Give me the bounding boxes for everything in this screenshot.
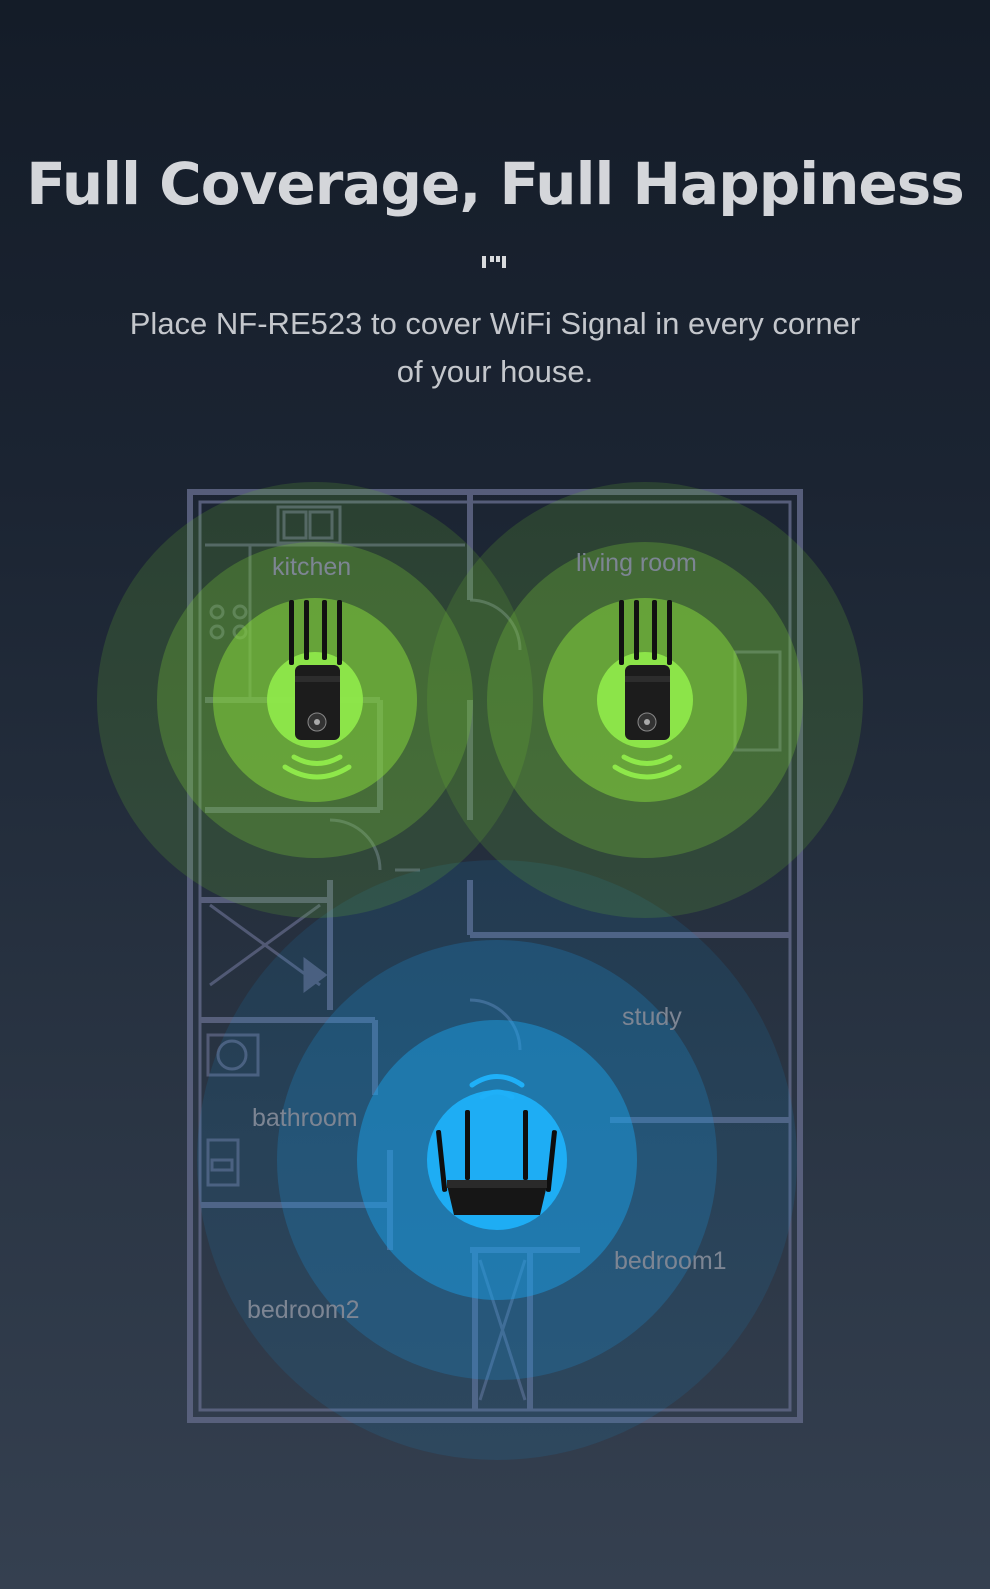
room-label-bedroom1: bedroom1 [614,1247,727,1275]
kitchen-wifi-signal-icon [282,754,352,780]
room-label-bedroom2: bedroom2 [247,1296,360,1324]
room-label-kitchen: kitchen [272,553,352,581]
living-room-extender-device [619,600,672,740]
page-title: Full Coverage, Full Happiness [26,150,965,218]
router-wifi-signal-icon [469,1074,525,1100]
router-coverage-rings [197,860,797,1460]
page-subtitle: Place NF-RE523 to cover WiFi Signal in e… [129,306,861,389]
quote-mark-icon [482,256,508,270]
room-label-bathroom: bathroom [252,1104,358,1132]
room-label-study: study [622,1003,682,1031]
room-label-living-room: living room [576,549,697,577]
floorplan-walls [187,489,803,1423]
router-device [436,1110,557,1215]
floorplan-fixtures [205,505,782,1401]
kitchen-extender-device [289,600,342,740]
living-room-wifi-signal-icon [612,754,682,780]
